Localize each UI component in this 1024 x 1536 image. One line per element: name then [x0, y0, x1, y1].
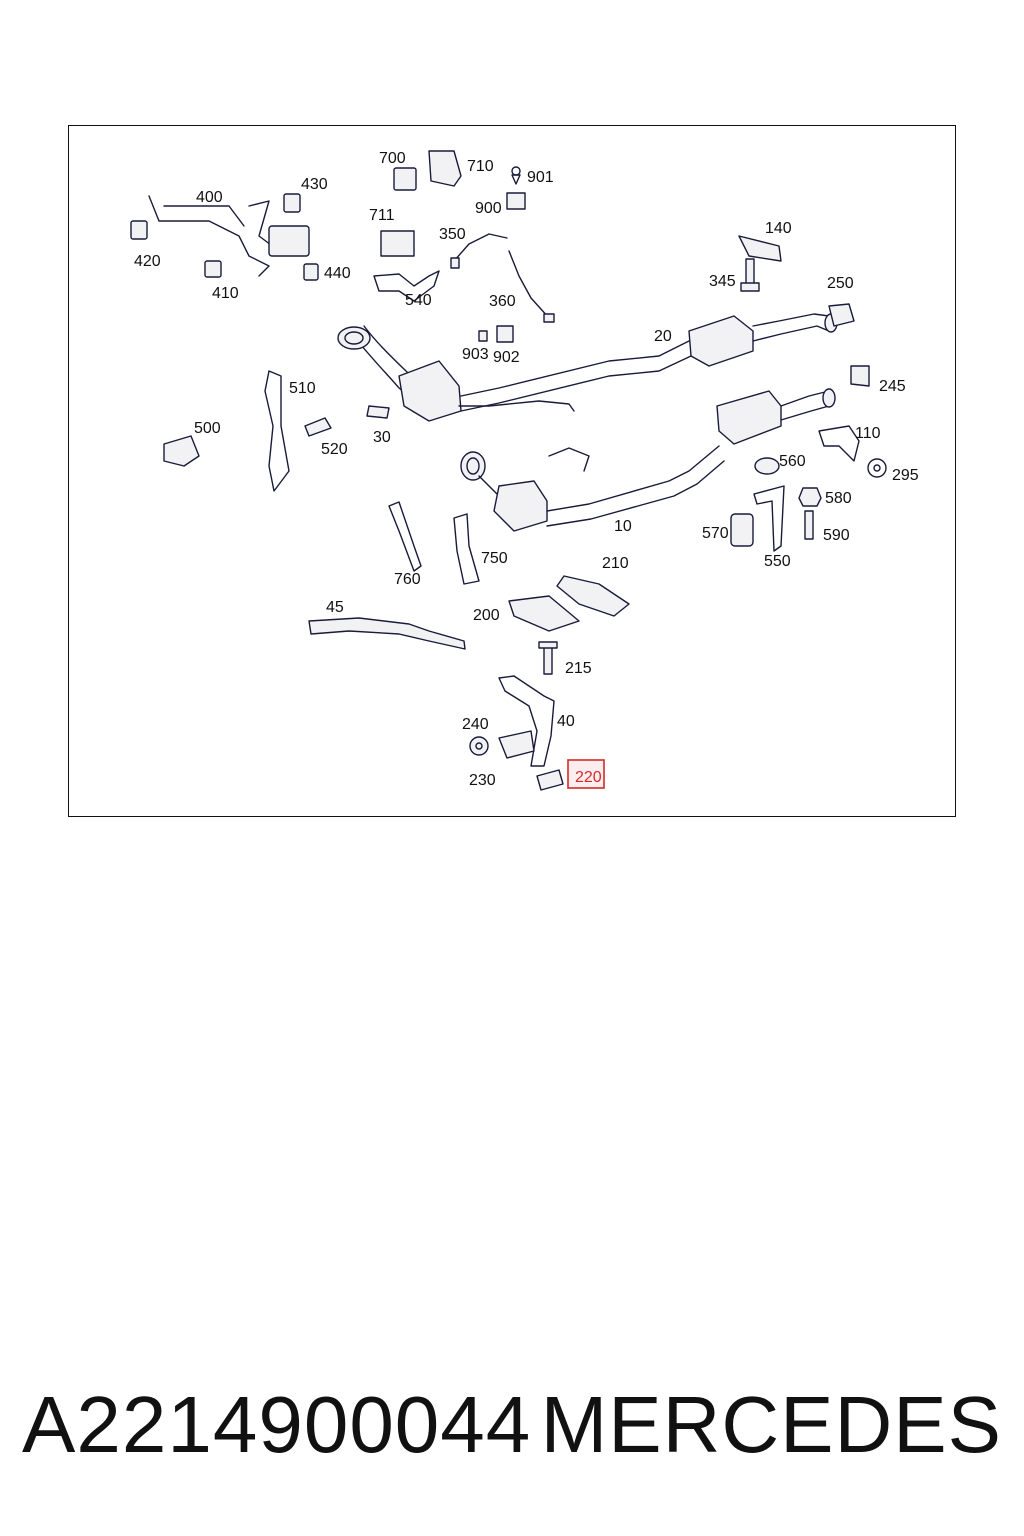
label-900: 900	[475, 200, 502, 217]
sensor-360	[508, 250, 555, 323]
label-40: 40	[557, 713, 575, 730]
sensor-901	[511, 166, 521, 185]
clamp-245	[850, 365, 870, 387]
exhaust-pipe-20	[337, 313, 838, 422]
plug-903	[478, 330, 488, 342]
clip-220	[536, 769, 564, 791]
bracket-750	[453, 513, 480, 585]
bolt-590	[804, 510, 814, 540]
label-220: 220	[575, 769, 602, 786]
label-550: 550	[764, 553, 791, 570]
bolt-30	[366, 405, 390, 419]
bolt-520	[304, 417, 332, 437]
bush-560	[754, 457, 780, 475]
label-250: 250	[827, 275, 854, 292]
label-430: 430	[301, 176, 328, 193]
nut-240	[469, 736, 489, 756]
part-number: A2214900044	[22, 1380, 532, 1469]
label-30: 30	[373, 429, 391, 446]
bracket-40	[498, 675, 555, 767]
highlight-box-220	[567, 759, 605, 789]
bracket-550	[753, 485, 785, 552]
label-345: 345	[709, 273, 736, 290]
label-200: 200	[473, 607, 500, 624]
label-580: 580	[825, 490, 852, 507]
washer-295	[867, 458, 887, 478]
clamp-250	[828, 303, 855, 327]
label-410: 410	[212, 285, 239, 302]
bracket-45	[308, 617, 466, 650]
callout-labels: 700 710 901 430 400 900 711 350 140 420 …	[134, 150, 919, 789]
label-210: 210	[602, 555, 629, 572]
label-540: 540	[405, 292, 432, 309]
label-420: 420	[134, 253, 161, 270]
label-570: 570	[702, 525, 729, 542]
holder-711	[380, 230, 415, 257]
label-360: 360	[489, 293, 516, 310]
parts-diagram: 700 710 901 430 400 900 711 350 140 420 …	[68, 125, 956, 817]
footer-caption: A2214900044 MERCEDES	[0, 1370, 1024, 1480]
label-700: 700	[379, 150, 406, 167]
label-245: 245	[879, 378, 906, 395]
label-400: 400	[196, 189, 223, 206]
clip-440	[303, 263, 319, 281]
label-295: 295	[892, 467, 919, 484]
plug-902	[496, 325, 514, 343]
bracket-540	[373, 270, 440, 302]
label-750: 750	[481, 550, 508, 567]
bracket-400	[148, 195, 310, 277]
label-45: 45	[326, 599, 344, 616]
bracket-110	[818, 425, 860, 462]
label-520: 520	[321, 441, 348, 458]
mount-200	[508, 595, 580, 632]
label-20: 20	[654, 328, 672, 345]
label-510: 510	[289, 380, 316, 397]
plate-230	[498, 730, 535, 759]
clip-430	[283, 193, 301, 213]
exhaust-pipe-10	[460, 388, 836, 532]
label-711: 711	[369, 207, 395, 224]
label-901: 901	[527, 169, 554, 186]
exploded-view-drawing: 700 710 901 430 400 900 711 350 140 420 …	[130, 150, 919, 791]
sensor-350	[450, 233, 508, 269]
bracket-510	[264, 370, 290, 492]
label-110: 110	[855, 425, 881, 442]
brand-name: MERCEDES	[540, 1380, 1002, 1469]
label-902: 902	[493, 349, 520, 366]
label-10: 10	[614, 518, 632, 535]
label-590: 590	[823, 527, 850, 544]
holder-710	[428, 150, 462, 187]
label-903: 903	[462, 346, 489, 363]
label-440: 440	[324, 265, 351, 282]
label-500: 500	[194, 420, 221, 437]
sensor-900	[506, 192, 526, 210]
label-215: 215	[565, 660, 592, 677]
bolt-345	[740, 258, 760, 292]
bracket-760	[388, 501, 422, 572]
label-230: 230	[469, 772, 496, 789]
mount-500	[163, 435, 200, 467]
label-140: 140	[765, 220, 792, 237]
mount-570	[730, 513, 754, 547]
clip-420	[130, 220, 148, 240]
label-240: 240	[462, 716, 489, 733]
holder-700	[393, 167, 417, 191]
clip-410	[204, 260, 222, 278]
bracket-140	[738, 235, 782, 262]
label-710: 710	[467, 158, 494, 175]
label-560: 560	[779, 453, 806, 470]
bolt-215	[538, 641, 558, 675]
mount-210	[556, 575, 630, 617]
label-760: 760	[394, 571, 421, 588]
nut-580	[798, 487, 822, 507]
label-350: 350	[439, 226, 466, 243]
